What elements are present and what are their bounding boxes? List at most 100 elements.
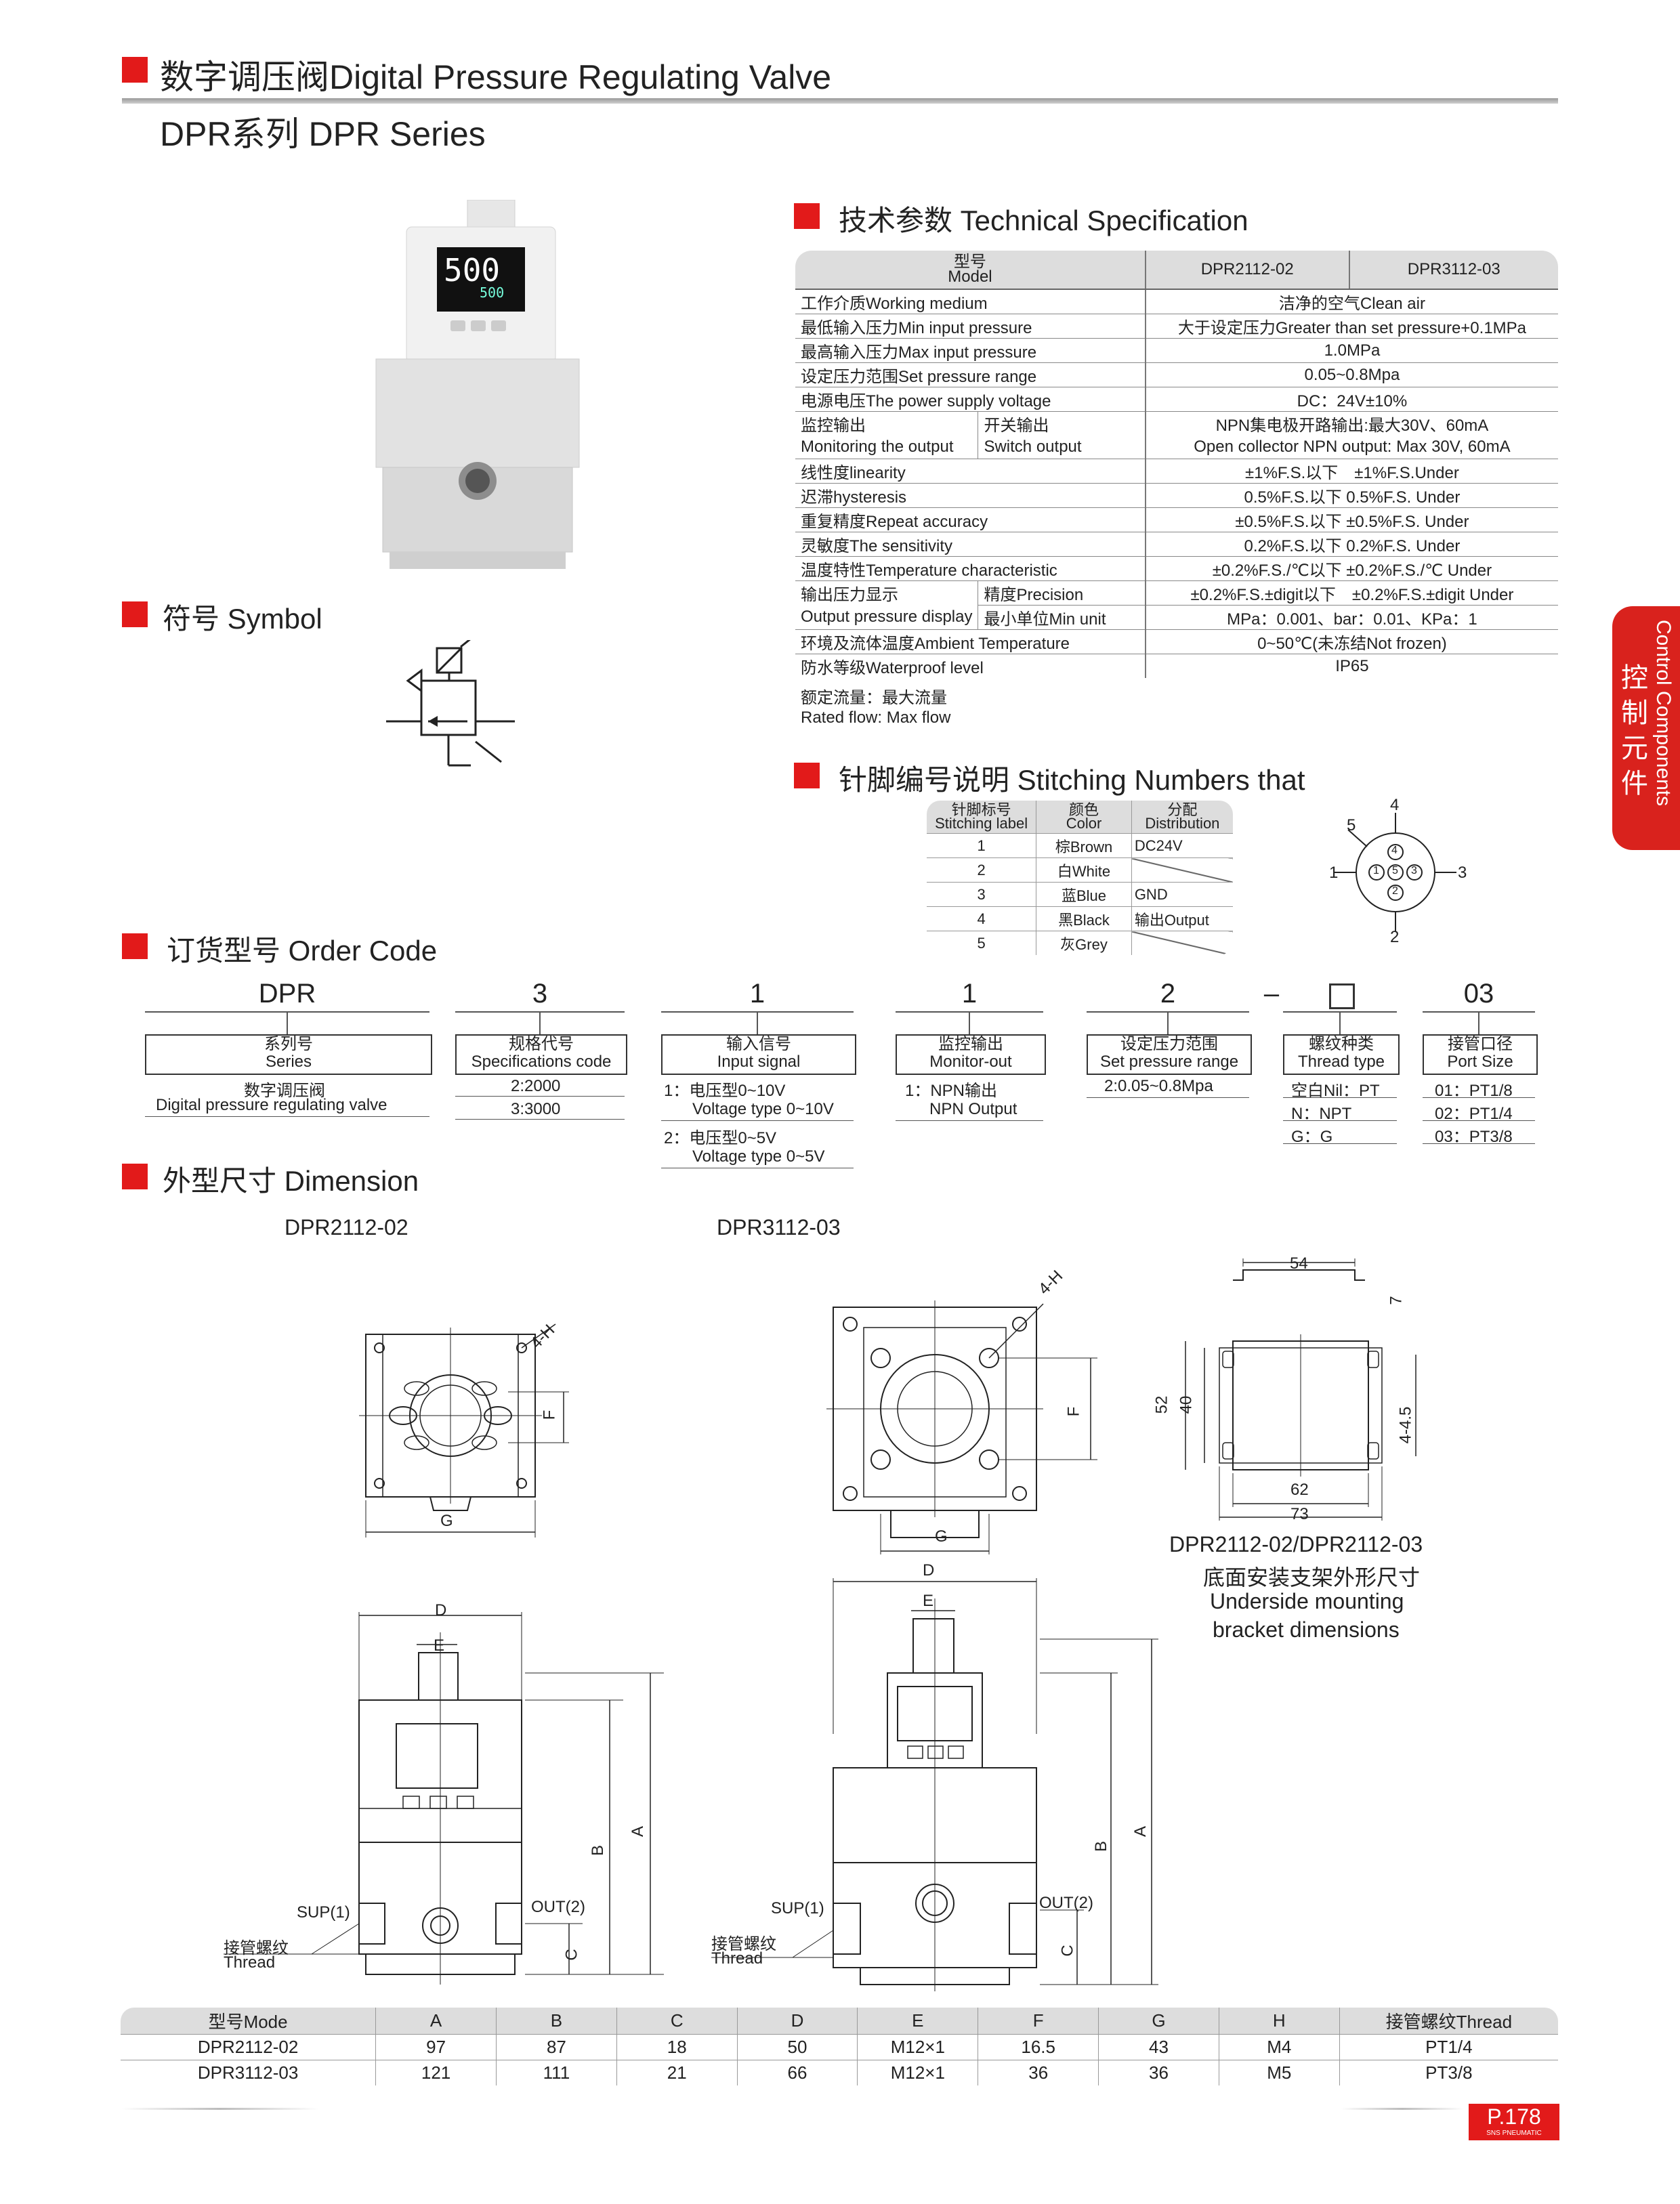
- spec-sublabel: 最小单位Min unit: [978, 605, 1146, 630]
- pin-color: 黑Black: [1036, 906, 1132, 931]
- top-view-dpr2112: [359, 1323, 569, 1538]
- front-a-label-d: D: [435, 1601, 447, 1619]
- order-spec-cn: 规格代号: [509, 1035, 574, 1053]
- dimension-model-b: DPR3112-03: [717, 1215, 841, 1239]
- spec-value: 0.5%F.S.以下 0.5%F.S. Under: [1144, 483, 1558, 508]
- spec-value: Open collector NPN output: Max 30V, 60mA: [1144, 436, 1558, 459]
- pin-header-cn: 颜色: [1069, 801, 1099, 818]
- order-dash: –: [1263, 979, 1280, 1009]
- order-underline: [1423, 1011, 1535, 1013]
- dim-cell: M12×1: [857, 2060, 978, 2085]
- bracket-caption-en1: Underside mounting: [1210, 1589, 1404, 1613]
- order-option-rule: [145, 1116, 429, 1117]
- front-view-dpr3112: [711, 1578, 1158, 1991]
- order-option-rule: [1283, 1120, 1397, 1121]
- spec-value: IP65: [1144, 654, 1558, 678]
- dim-cell: DPR2112-02: [121, 2034, 376, 2060]
- bracket-dim-54: 54: [1290, 1254, 1308, 1273]
- dim-cell: 97: [375, 2034, 497, 2060]
- order-connector: [539, 1013, 541, 1034]
- order-connector: [287, 1013, 288, 1034]
- spec-label: 防水等级Waterproof level: [801, 659, 984, 677]
- pins-heading: 针脚编号说明 Stitching Numbers that: [839, 764, 1305, 796]
- spec-label: Monitoring the output: [795, 436, 978, 459]
- bracket-dim-73: 73: [1290, 1505, 1309, 1523]
- pin-header-cn: 分配: [1167, 801, 1198, 818]
- front-b-label-d: D: [923, 1561, 935, 1580]
- page-number-badge: P.178 SNS PNEUMATIC: [1469, 2104, 1559, 2140]
- pin-color: 白White: [1036, 857, 1132, 883]
- front-b-label-out: OUT(2): [1039, 1894, 1093, 1912]
- spec-value: 1.0MPa: [1144, 338, 1558, 363]
- product-image: [375, 200, 580, 569]
- dim-header: D: [736, 2008, 858, 2035]
- front-a-label-e: E: [434, 1636, 445, 1655]
- side-tab: 控制元件 Control Components: [1612, 606, 1680, 850]
- spec-model-cn: 型号: [953, 253, 986, 271]
- dim-cell: 66: [736, 2060, 858, 2085]
- symbol-marker: [122, 601, 148, 627]
- order-code-dpr: DPR: [258, 979, 316, 1009]
- connector-pinout-diagram: [1335, 813, 1456, 931]
- spec-label: 电源电压The power supply voltage: [795, 387, 1146, 412]
- order-option-rule: [896, 1120, 1043, 1121]
- dim-cell: M12×1: [857, 2034, 978, 2060]
- order-thread-opt1: 空白Nil：PT: [1291, 1082, 1380, 1100]
- order-code-03: 03: [1463, 979, 1494, 1009]
- spec-label: 设定压力范围Set pressure range: [795, 362, 1146, 387]
- spec-label: 线性度linearity: [795, 459, 1146, 484]
- spec-value: ±0.2%F.S.±digit以下 ±0.2%F.S.±digit Under: [1144, 580, 1558, 606]
- dim-cell: 87: [496, 2034, 617, 2060]
- side-tab-en: Control Components: [1652, 620, 1675, 807]
- bracket-caption-en2: bracket dimensions: [1213, 1617, 1400, 1642]
- order-connector: [969, 1013, 970, 1034]
- dim-header: 型号Mode: [121, 2008, 376, 2035]
- order-option-rule: [661, 1120, 854, 1121]
- pinout-pin-5: 5: [1392, 865, 1398, 876]
- title-rule: [122, 98, 1558, 104]
- top-view-dpr3112: [826, 1300, 1097, 1554]
- dim-header: C: [616, 2008, 738, 2035]
- spec-value: 0~50℃(未冻结Not frozen): [1144, 629, 1558, 654]
- order-spec-en: Specifications code: [471, 1053, 612, 1071]
- pinout-pin-2: 2: [1392, 885, 1398, 897]
- spec-col-dpr2112: DPR2112-02: [1144, 251, 1349, 290]
- spec-row-display: 输出压力显示 精度Precision ±0.2%F.S.±digit以下 ±0.…: [795, 580, 1558, 606]
- front-a-label-out: OUT(2): [531, 1898, 585, 1916]
- dim-cell: 36: [1098, 2060, 1219, 2085]
- order-connector: [1339, 1013, 1341, 1034]
- tech-heading: 技术参数 Technical Specification: [839, 205, 1248, 236]
- spec-sublabel: 精度Precision: [978, 580, 1146, 606]
- order-input-opt1: 1：电压型0~10V: [664, 1082, 786, 1100]
- order-monitor-en: Monitor-out: [929, 1053, 1012, 1071]
- spec-row: 温度特性Temperature characteristic±0.2%F.S./…: [795, 556, 1558, 581]
- bracket-dim-hole: 4-4.5: [1396, 1406, 1415, 1444]
- order-option-rule: [455, 1119, 625, 1120]
- valve-symbol: [386, 640, 515, 767]
- dim-header: F: [978, 2008, 1099, 2035]
- spec-label: 灵敏度The sensitivity: [795, 532, 1146, 557]
- front-a-label-a: A: [629, 1825, 648, 1838]
- order-thread-en: Thread type: [1297, 1053, 1385, 1071]
- order-code-1a: 1: [749, 979, 765, 1009]
- spec-value: ±1%F.S.以下 ±1%F.S.Under: [1144, 459, 1558, 484]
- pinout-label-3: 3: [1458, 864, 1467, 882]
- dimension-model-a: DPR2112-02: [285, 1215, 408, 1239]
- front-a-label-thread-en: Thread: [224, 1953, 276, 1972]
- spec-label: 最高输入压力Max input pressure: [795, 338, 1146, 363]
- order-series-opt2: Digital pressure regulating valve: [156, 1096, 387, 1114]
- pin-dist: [1131, 931, 1233, 955]
- pinout-pin-1: 1: [1373, 865, 1379, 876]
- order-input-cn: 输入信号: [726, 1035, 791, 1053]
- dim-cell: M4: [1218, 2034, 1340, 2060]
- dim-header: B: [496, 2008, 617, 2035]
- spec-value: NPN集电极开路输出:最大30V、60mA: [1144, 411, 1558, 436]
- bracket-dim-52: 52: [1152, 1395, 1171, 1414]
